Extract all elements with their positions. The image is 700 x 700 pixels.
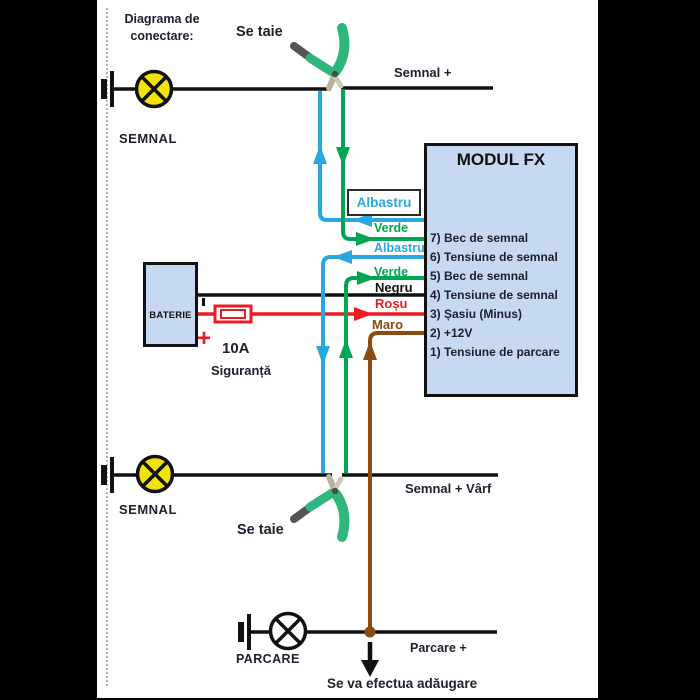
wire-color-label-rosu: Roșu — [375, 296, 408, 311]
blue-wire-group — [313, 91, 424, 473]
diagram-title-line2: conectare: — [130, 29, 194, 43]
blue-wire-top — [318, 91, 424, 222]
brown-wire — [368, 331, 424, 630]
diagram-title-line1: Diagrama de — [124, 12, 200, 26]
signal-plus-varf-wire-label: Semnal + Vârf — [405, 481, 492, 496]
red-wire-group — [198, 304, 424, 324]
addition-down-arrow-icon — [361, 642, 379, 677]
green-arrow-up — [339, 339, 353, 358]
battery-minus-mark — [202, 298, 205, 306]
signal-bulb-bottom-icon — [135, 454, 175, 494]
module-pin-2: 2) +12V — [430, 326, 473, 340]
brown-wire-group — [363, 331, 424, 638]
green-arrow-right-bottom — [357, 271, 376, 285]
addition-note-label: Se va efectua adăugare — [327, 676, 478, 691]
diagram-title: Diagrama de conectare: — [112, 11, 212, 45]
page-margin-dotted-line — [106, 8, 108, 686]
wire-color-tag-albastru-boxed: Albastru — [347, 189, 421, 216]
battery-box — [143, 262, 198, 347]
module-pin-4: 4) Tensiune de semnal — [430, 288, 558, 302]
blue-wire-bottom — [321, 255, 424, 473]
green-wire-top — [341, 89, 424, 241]
green-arrow-down — [336, 147, 350, 166]
parking-plus-wire-label: Parcare + — [410, 641, 467, 655]
module-pin-5: 5) Bec de semnal — [430, 269, 529, 283]
ground-icon — [101, 71, 114, 107]
module-pin-6: 6) Tensiune de semnal — [430, 250, 558, 264]
module-pin-1: 1) Tensiune de parcare — [430, 345, 560, 359]
green-wire-group — [336, 89, 424, 473]
cutting-pliers-bottom-icon — [294, 477, 344, 537]
fuse-name-label: Siguranță — [211, 363, 271, 378]
module-pin-3: 3) Șasiu (Minus) — [430, 307, 523, 321]
ground-icon — [101, 457, 114, 493]
signal-bulb-top-label: SEMNAL — [119, 131, 177, 146]
module-fx-box — [424, 143, 578, 397]
cut-label-top: Se taie — [236, 24, 283, 40]
blue-arrow-down — [316, 346, 330, 365]
wire-color-label-albastru-2: Albastru — [374, 241, 425, 255]
battery-plus-sign: + — [197, 325, 212, 352]
cutting-pliers-top-icon — [294, 28, 344, 88]
module-title: MODUL FX — [456, 150, 546, 169]
signal-plus-wire-label: Semnal + — [394, 65, 452, 80]
parking-tap-junction — [364, 626, 376, 638]
cut-label-bottom: Se taie — [237, 522, 284, 538]
wire-color-label-verde-2: Verde — [374, 265, 409, 279]
blue-arrow-up — [313, 145, 327, 164]
red-arrow-right — [354, 307, 373, 321]
signal-bulbs — [134, 69, 175, 494]
fuse-rating-label: 10A — [222, 340, 250, 357]
fuse-inner — [220, 309, 246, 319]
blue-arrow-left-bottom — [333, 250, 352, 264]
parking-bulb-icon — [268, 611, 308, 651]
ground-icon — [238, 614, 251, 650]
green-wire-bottom — [344, 276, 424, 473]
brown-arrow-up — [363, 341, 377, 360]
blue-arrow-left-top — [353, 213, 372, 227]
parking-bulb-label: PARCARE — [236, 652, 300, 666]
wire-color-label-verde-1: Verde — [374, 221, 409, 235]
ground-symbols — [101, 71, 251, 650]
battery-label: BATERIE — [149, 310, 192, 321]
green-arrow-right-top — [356, 232, 375, 246]
module-pin-7: 7) Bec de semnal — [430, 231, 529, 245]
signal-bulb-bottom-label: SEMNAL — [119, 502, 177, 517]
wire-color-label-negru: Negru — [375, 280, 413, 295]
wire-color-label-maro: Maro — [372, 317, 404, 332]
signal-bulb-top-icon — [134, 69, 174, 109]
